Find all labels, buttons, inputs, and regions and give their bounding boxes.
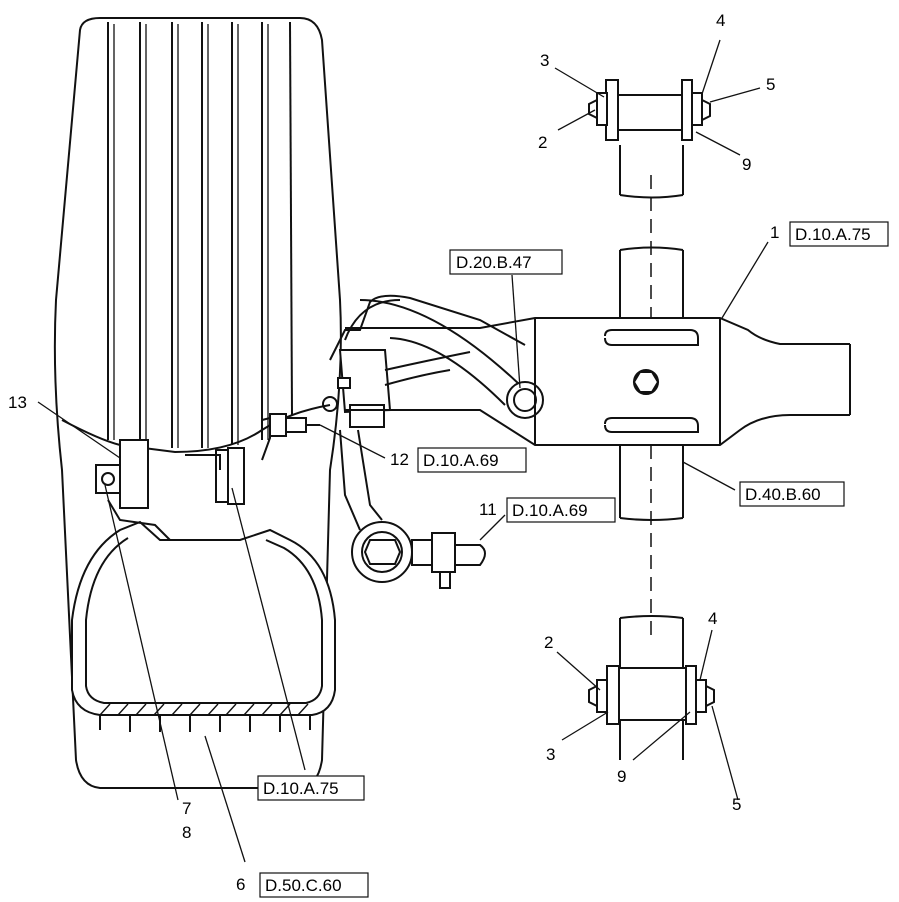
callout-5-top: 5: [766, 75, 775, 94]
callout-11: 11: [479, 500, 497, 519]
callout-4-bot: 4: [708, 609, 717, 628]
tie-rod: [339, 299, 544, 589]
callout-1: 1: [770, 223, 779, 242]
callout-9-top: 9: [742, 155, 751, 174]
callout-4-top: 4: [716, 11, 725, 30]
rim-hatch: [99, 703, 309, 716]
wheel-rim-section: [71, 499, 336, 732]
ref-wheel: D.50.C.60: [265, 876, 342, 895]
callout-6: 6: [236, 875, 245, 894]
callout-9-bot: 9: [617, 767, 626, 786]
ref-kingpin: D.40.B.60: [745, 485, 821, 504]
axle-beam: [345, 317, 851, 446]
ref-11: D.10.A.69: [512, 501, 588, 520]
pin-assembly-bottom: [588, 665, 715, 725]
leader-lines: [37, 39, 769, 863]
callout-3-top: 3: [540, 51, 549, 70]
callout-2-top: 2: [538, 133, 547, 152]
reference-codes: D.10.A.75 D.20.B.47 D.40.B.60 D.10.A.69 …: [257, 221, 889, 898]
callout-5-bot: 5: [732, 795, 741, 814]
callout-8: 8: [182, 823, 191, 842]
ref-axle: D.10.A.75: [795, 225, 871, 244]
callout-12: 12: [390, 450, 409, 469]
hub-bolts: [95, 439, 245, 509]
ref-12: D.10.A.69: [423, 451, 499, 470]
tire: [53, 17, 342, 789]
callout-2-bot: 2: [544, 633, 553, 652]
ref-tie-rod: D.20.B.47: [456, 253, 532, 272]
ref-hub: D.10.A.75: [263, 779, 339, 798]
callout-labels: 1 3 2 4 5 9 13 12 11 7 8 6 2 3 4 5 9: [8, 11, 779, 894]
pin-assembly-top: [588, 79, 711, 141]
callout-7: 7: [182, 799, 191, 818]
callout-3-bot: 3: [546, 745, 555, 764]
callout-13: 13: [8, 393, 27, 412]
kingpin-upper: [619, 145, 684, 760]
steering-knuckle: [261, 294, 526, 461]
